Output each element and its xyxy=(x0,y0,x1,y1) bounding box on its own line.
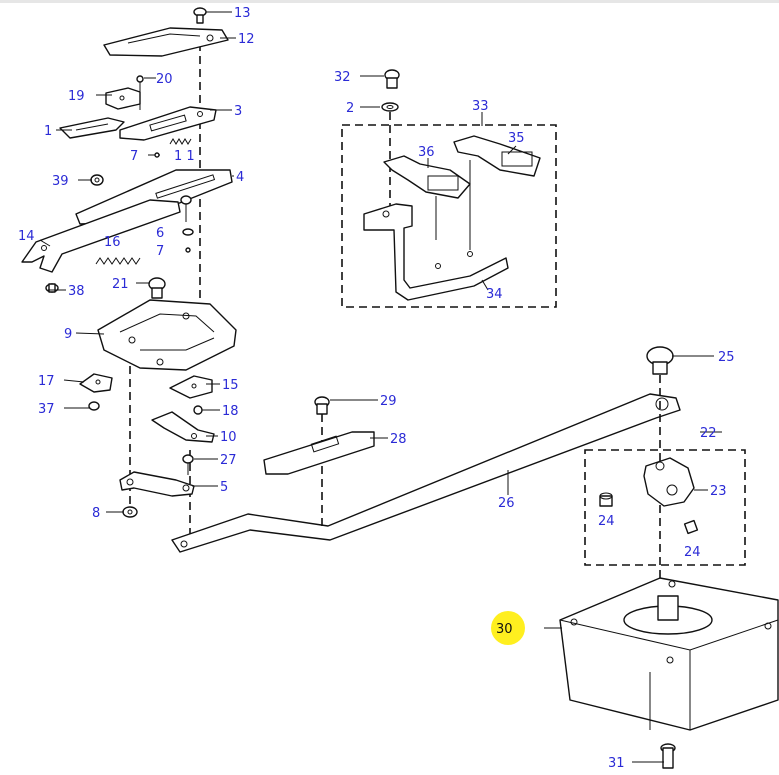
cam-23 xyxy=(643,457,695,507)
callout-labels: 13 12 20 19 1 3 7 1 1 4 39 6 7 14 16 38 … xyxy=(18,6,735,771)
bracket-10 xyxy=(151,411,215,443)
callout-21[interactable]: 21 xyxy=(112,277,129,292)
callout-10[interactable]: 10 xyxy=(220,430,237,445)
knob-25 xyxy=(646,346,674,375)
screw-37 xyxy=(88,401,100,411)
callout-18[interactable]: 18 xyxy=(222,404,239,419)
screw-8 xyxy=(122,506,138,518)
callout-39[interactable]: 39 xyxy=(52,174,69,189)
callout-11[interactable]: 1 1 xyxy=(174,149,195,164)
callout-29[interactable]: 29 xyxy=(380,394,397,409)
screw-7-lower xyxy=(185,247,191,253)
sensor-36 xyxy=(383,155,471,240)
callout-22[interactable]: 22 xyxy=(700,426,717,441)
callout-13[interactable]: 13 xyxy=(234,6,251,21)
screw-32 xyxy=(384,69,400,89)
callout-24-right[interactable]: 24 xyxy=(684,545,701,560)
lever-1 xyxy=(59,117,125,139)
pin-upper xyxy=(180,195,192,222)
callout-4[interactable]: 4 xyxy=(236,170,244,185)
callout-34[interactable]: 34 xyxy=(486,287,503,302)
screw-38 xyxy=(45,283,59,293)
callout-6[interactable]: 6 xyxy=(156,226,164,241)
callout-28[interactable]: 28 xyxy=(390,432,407,447)
nut-39 xyxy=(90,174,104,186)
screw-31 xyxy=(660,743,676,769)
callout-9[interactable]: 9 xyxy=(64,327,72,342)
callout-24-left[interactable]: 24 xyxy=(598,514,615,529)
callout-19[interactable]: 19 xyxy=(68,89,85,104)
arm-26 xyxy=(171,393,681,553)
callout-20[interactable]: 20 xyxy=(156,72,173,87)
callout-31[interactable]: 31 xyxy=(608,756,625,771)
washer-6 xyxy=(182,228,194,236)
callout-7-lower[interactable]: 7 xyxy=(156,244,164,259)
screw-7-upper xyxy=(148,152,160,158)
leader-lines xyxy=(39,11,722,763)
callout-12[interactable]: 12 xyxy=(238,32,255,47)
callout-3[interactable]: 3 xyxy=(234,104,242,119)
setscrew-24-left xyxy=(599,492,613,507)
bracket-34 xyxy=(363,203,509,301)
callout-15[interactable]: 15 xyxy=(222,378,239,393)
screw-18 xyxy=(193,405,203,415)
callout-1[interactable]: 1 xyxy=(44,124,52,139)
callout-17[interactable]: 17 xyxy=(38,374,55,389)
group-33-box xyxy=(341,124,557,308)
clip-17 xyxy=(79,373,113,393)
callout-30[interactable]: 30 xyxy=(496,622,513,637)
clip-15 xyxy=(169,375,213,399)
knob-21 xyxy=(148,277,166,299)
callout-38[interactable]: 38 xyxy=(68,284,85,299)
callout-5[interactable]: 5 xyxy=(220,480,228,495)
callout-8[interactable]: 8 xyxy=(92,506,100,521)
sensor-35 xyxy=(453,135,541,250)
callout-36[interactable]: 36 xyxy=(418,145,435,160)
callout-33[interactable]: 33 xyxy=(472,99,489,114)
stepper-motor-30 xyxy=(559,577,779,731)
callout-37[interactable]: 37 xyxy=(38,402,55,417)
callout-27[interactable]: 27 xyxy=(220,453,237,468)
callout-7-upper[interactable]: 7 xyxy=(130,149,138,164)
callout-23[interactable]: 23 xyxy=(710,484,727,499)
washer-2 xyxy=(381,102,399,112)
setscrew-24-right xyxy=(683,519,699,535)
highlight-marker xyxy=(491,611,525,645)
callout-35[interactable]: 35 xyxy=(508,131,525,146)
screw-27 xyxy=(182,454,194,475)
callout-32[interactable]: 32 xyxy=(334,70,351,85)
callout-16[interactable]: 16 xyxy=(104,235,121,250)
spring-11 xyxy=(169,138,192,145)
screw-29 xyxy=(314,396,330,415)
plate-3 xyxy=(119,106,217,141)
group-22-box xyxy=(584,449,746,566)
callout-26[interactable]: 26 xyxy=(498,496,515,511)
bracket-14 xyxy=(21,199,181,273)
bracket-28 xyxy=(263,431,375,475)
screw-13 xyxy=(193,7,207,24)
spring-16 xyxy=(95,257,141,265)
plate-4 xyxy=(75,169,233,225)
base-block-9 xyxy=(97,299,237,371)
bracket-19 xyxy=(105,87,141,110)
callout-2[interactable]: 2 xyxy=(346,101,354,116)
top-border xyxy=(0,0,779,3)
plate-12 xyxy=(103,27,229,57)
callout-14[interactable]: 14 xyxy=(18,229,35,244)
link-5 xyxy=(119,471,195,497)
callout-25[interactable]: 25 xyxy=(718,350,735,365)
